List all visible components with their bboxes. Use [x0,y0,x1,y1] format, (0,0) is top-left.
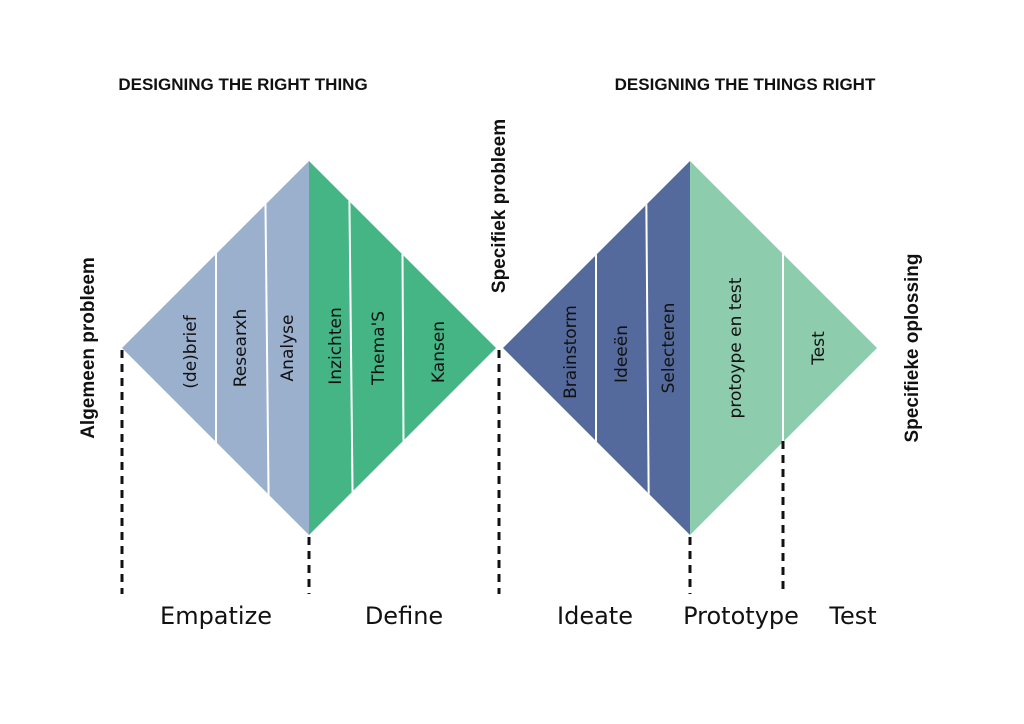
phase-label-test: Test [828,602,876,630]
segment-label-prototype-en-test: protoype en test [726,277,746,418]
segment-label-kansen: Kansen [429,321,449,383]
segment-divider [348,161,354,535]
segment-divider [264,161,270,535]
label-specifieke-oplossing: Specifieke oplossing [902,254,923,443]
phase-label-ideate: Ideate [557,602,633,630]
heading-designing-things-right: DESIGNING THE THINGS RIGHT [615,75,876,94]
label-specifiek-probleem: Specifiek probleem [489,119,510,293]
segment-label-test: Test [809,331,829,366]
segment-label-selecteren: Selecteren [659,303,679,394]
label-algemeen-probleem: Algemeen probleem [78,257,99,439]
segment-label-inzichten: Inzichten [326,307,346,384]
phase-label-empatize: Empatize [160,602,272,630]
segment-label-debrief: (de)brief [181,314,201,388]
phase-label-prototype: Prototype [683,602,799,630]
segment-divider [645,161,650,535]
segment-label-research: Researxh [231,309,251,388]
phase-label-define: Define [365,602,443,630]
segment-label-analyse: Analyse [278,315,298,382]
segment-label-themas: Thema'S [369,311,389,386]
heading-designing-right-thing: DESIGNING THE RIGHT THING [118,75,367,94]
segment-label-ideeen: Ideeën [612,325,632,383]
segment-divider [401,161,405,535]
segment-label-brainstorm: Brainstorm [561,305,581,399]
